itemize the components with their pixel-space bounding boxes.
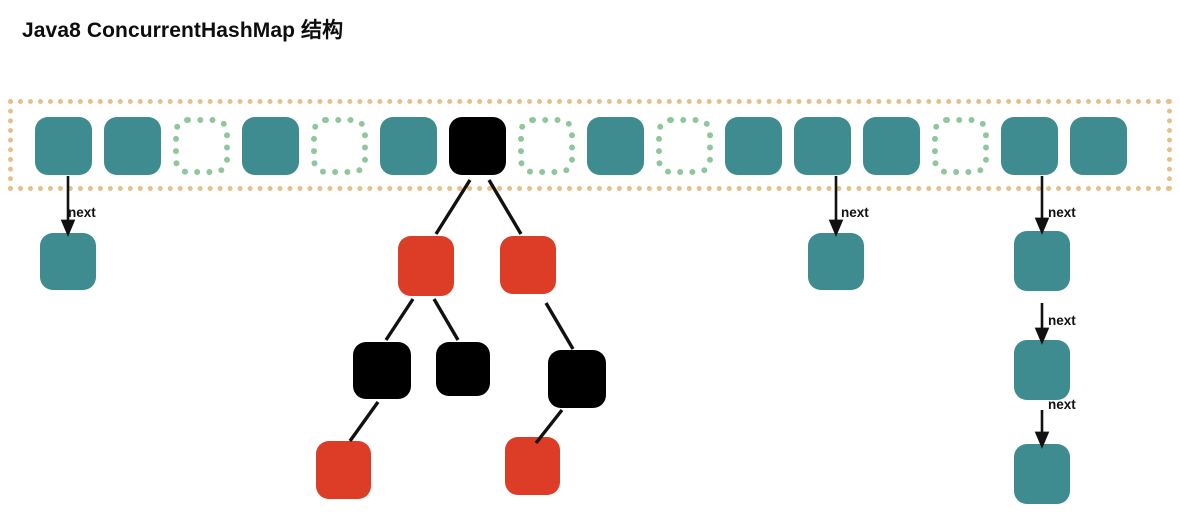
bucket-cell-3[interactable] bbox=[242, 117, 299, 175]
bucket-cell-7[interactable] bbox=[518, 117, 575, 175]
page-title: Java8 ConcurrentHashMap 结构 bbox=[22, 19, 344, 42]
bucket-cell-9[interactable] bbox=[656, 117, 713, 175]
bucket-cell-5[interactable] bbox=[380, 117, 437, 175]
tree-red-3[interactable] bbox=[316, 441, 371, 499]
tree-red-2[interactable] bbox=[500, 236, 556, 294]
tree-black-2[interactable] bbox=[436, 342, 490, 396]
right-node-2[interactable] bbox=[1014, 340, 1070, 400]
right-node-1[interactable] bbox=[1014, 231, 1070, 291]
bucket-cell-4[interactable] bbox=[311, 117, 368, 175]
tree-edge-tree-red-1-to-tree-black-2 bbox=[432, 298, 460, 341]
bucket-cell-1[interactable] bbox=[104, 117, 161, 175]
bucket-cell-6[interactable] bbox=[449, 117, 506, 175]
bucket-cell-10[interactable] bbox=[725, 117, 782, 175]
mid-node-1[interactable] bbox=[808, 233, 864, 290]
bucket-cell-0[interactable] bbox=[35, 117, 92, 175]
bucket-cell-13[interactable] bbox=[932, 117, 989, 175]
left-node-1[interactable] bbox=[40, 233, 96, 290]
next-bucket0-label: next bbox=[68, 205, 96, 220]
bucket-cell-8[interactable] bbox=[587, 117, 644, 175]
right-node-3[interactable] bbox=[1014, 444, 1070, 504]
bucket-cell-15[interactable] bbox=[1070, 117, 1127, 175]
next-bucket15-3-label: next bbox=[1048, 397, 1076, 412]
tree-black-3[interactable] bbox=[548, 350, 606, 408]
tree-edge-tree-red-1-to-tree-black-1 bbox=[384, 298, 415, 341]
next-bucket15-2-label: next bbox=[1048, 313, 1076, 328]
bucket-cell-12[interactable] bbox=[863, 117, 920, 175]
tree-black-1[interactable] bbox=[353, 342, 411, 399]
tree-red-1[interactable] bbox=[398, 236, 454, 296]
tree-edge-tree-black-1-to-tree-red-3 bbox=[348, 401, 380, 442]
tree-edge-tree-red-2-to-tree-black-3 bbox=[544, 302, 575, 350]
bucket-cell-2[interactable] bbox=[173, 117, 230, 175]
next-bucket15-1-label: next bbox=[1048, 205, 1076, 220]
bucket-cell-11[interactable] bbox=[794, 117, 851, 175]
next-bucket12-label: next bbox=[841, 205, 869, 220]
hash-table-array-container bbox=[8, 99, 1172, 191]
bucket-cell-14[interactable] bbox=[1001, 117, 1058, 175]
tree-red-4[interactable] bbox=[505, 437, 560, 495]
